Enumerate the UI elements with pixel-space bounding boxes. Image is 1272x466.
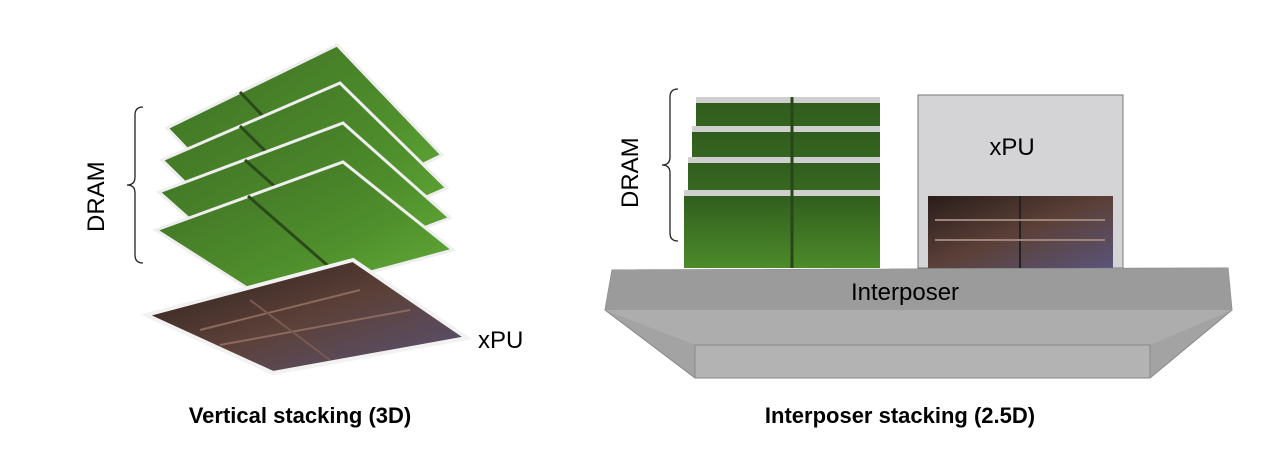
caption-interposer-stacking: Interposer stacking (2.5D)	[765, 403, 1035, 428]
dram-brace-left	[126, 106, 144, 264]
interposer-label: Interposer	[851, 279, 959, 306]
interposer-block	[604, 267, 1233, 379]
xpu-die-left	[140, 257, 473, 376]
caption-vertical-stacking: Vertical stacking (3D)	[189, 403, 412, 428]
xpu-box-right	[917, 94, 1124, 269]
dram-brace-right	[661, 88, 679, 242]
xpu-label-left: xPU	[478, 327, 523, 354]
vertical-stacking-figure: DRAM xPU Vertical stacking (3D)	[83, 43, 523, 428]
dram-label-right: DRAM	[617, 137, 644, 208]
xpu-label-right: xPU	[989, 134, 1034, 161]
interposer-stacking-figure: DRAM xPU	[604, 88, 1233, 428]
dram-label-left: DRAM	[83, 161, 110, 232]
dram-slab-4	[684, 190, 880, 268]
